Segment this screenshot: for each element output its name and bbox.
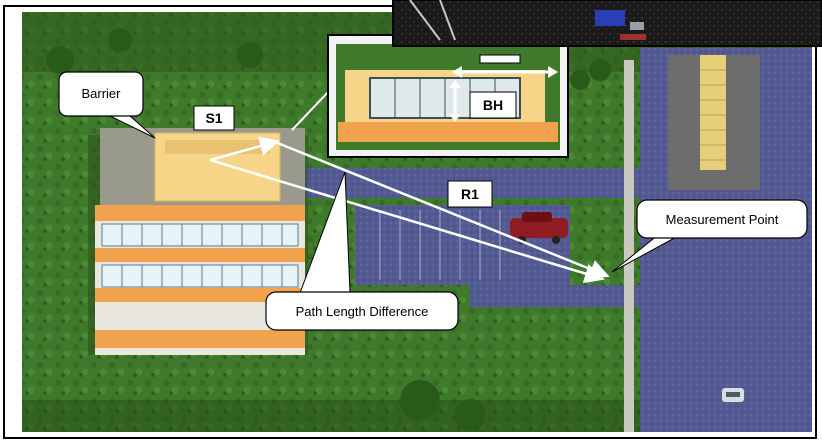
bh-tag: BH [470,92,516,118]
barrier-label: Barrier [81,86,121,101]
rooftop-barrier [155,133,280,201]
inset-camera-view [393,0,822,46]
s1-tag: S1 [194,106,234,130]
bh-label: BH [483,97,503,113]
inset-barrier-detail [292,35,568,157]
r1-label: R1 [461,186,479,202]
r1-tag: R1 [448,181,492,207]
car-icon [722,388,744,402]
path-length-difference-label: Path Length Difference [296,304,429,319]
s1-label: S1 [205,110,222,126]
measurement-point-label: Measurement Point [666,212,779,227]
